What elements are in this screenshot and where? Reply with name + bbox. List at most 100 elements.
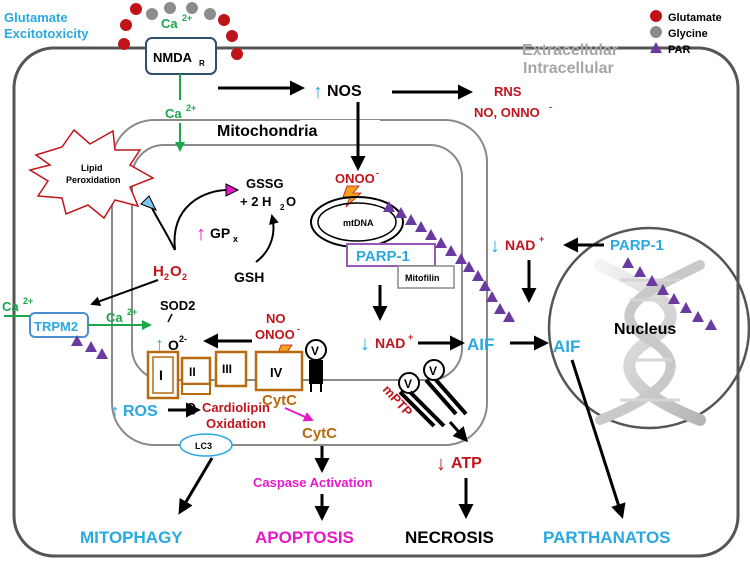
- onoo-top-sup: -: [376, 168, 379, 178]
- h2o2-to-gssg-arc: [173, 189, 229, 251]
- complex-i-label: I: [159, 367, 163, 383]
- nad-mid-down-arrow: ↓: [360, 333, 370, 355]
- complex-i-inner: [152, 356, 174, 394]
- legend: Glutamate Glycine PAR: [650, 10, 722, 56]
- nucleus-par-triangles: [622, 257, 717, 330]
- h2o2-o: O: [170, 263, 182, 280]
- gssg-label: GSSG: [246, 176, 284, 191]
- ros-up-arrow: ↑: [110, 401, 120, 423]
- no-label: NO: [266, 311, 286, 326]
- etc-complexes: I II Q III IV: [146, 350, 304, 415]
- apoptosis-label: APOPTOSIS: [255, 528, 354, 547]
- glutamate-label: Glutamate: [4, 10, 68, 25]
- rns-label: RNS: [494, 84, 522, 99]
- lc3-oval: [179, 433, 233, 457]
- lipid-peroxidation-burst: [28, 128, 155, 220]
- onoo-mid-label: ONOO: [255, 327, 295, 342]
- excitotoxicity-label: Excitotoxicity: [4, 26, 89, 41]
- o2-label: O: [168, 337, 179, 353]
- aif-cyto-label: AIF: [553, 337, 580, 356]
- necrosis-label: NECROSIS: [405, 528, 494, 547]
- h2o2-to-lipid-arc: [151, 207, 176, 251]
- mitochondria-label: Mitochondria: [217, 123, 318, 140]
- aif-to-parthanatos-arrow: [570, 359, 626, 519]
- lipid-label-line2: Peroxidation: [66, 175, 121, 185]
- mitophagy-label: MITOPHAGY: [80, 528, 183, 547]
- gssg-h2o-sub: 2: [280, 203, 285, 212]
- cytc-mito-label: CytC: [262, 392, 297, 409]
- nmda-label: NMDA: [153, 50, 193, 65]
- complex-iv: [254, 350, 304, 392]
- gssg-h2o-o: O: [286, 194, 296, 209]
- mtdna-ring-inner: [317, 202, 397, 242]
- nos-up-arrow: ↑: [313, 81, 323, 103]
- parthanatos-label: PARTHANATOS: [543, 528, 671, 547]
- mptp-pore-1: V: [398, 372, 446, 428]
- nmda-sub: R: [199, 59, 205, 68]
- o2-up-arrow: ↑: [155, 334, 164, 354]
- onoo-mid-sup: -: [297, 324, 300, 334]
- intracellular-label: Intracellular: [523, 60, 614, 77]
- nos-label: NOS: [327, 83, 362, 100]
- h2o2-sub2: 2: [182, 272, 187, 282]
- complex-v: V: [305, 339, 327, 392]
- mptp-to-atp-arrow: [448, 421, 468, 443]
- complex-iii: [214, 350, 248, 388]
- q-label: Q: [186, 400, 196, 415]
- mito-par-triangles: [383, 201, 515, 322]
- lc3-label: LC3: [195, 441, 212, 451]
- sod2-label: SOD2: [160, 298, 195, 313]
- ca-trpm-label: Ca: [106, 310, 123, 325]
- complex-ii-label: II: [189, 365, 196, 379]
- lc3-to-mitophagy-arrow: [178, 457, 214, 515]
- h2o2-label: H: [153, 263, 164, 280]
- ca-mid-label: Ca: [165, 106, 182, 121]
- ca-left-label: Ca: [2, 299, 19, 314]
- legend-glycine-label: Glycine: [668, 28, 708, 40]
- gssg-h2o-label: + 2 H: [240, 194, 271, 209]
- mitofilin-box: [397, 265, 455, 289]
- cytc-cyto-label: CytC: [302, 425, 337, 442]
- mito-label-gap: [300, 120, 380, 126]
- gsh-label: GSH: [234, 269, 264, 285]
- complex-ii: [180, 356, 212, 386]
- cell-membrane: [12, 46, 740, 558]
- ca-top-sup: 2+: [182, 13, 192, 23]
- gssg-arrowhead: [225, 183, 240, 197]
- ca-mid-sup: 2+: [186, 103, 196, 113]
- trpm2-label: TRPM2: [34, 319, 78, 334]
- nad-right-label: NAD: [505, 237, 535, 253]
- ros-label: ROS: [123, 403, 158, 420]
- nucleus-envelope: [547, 226, 750, 430]
- legend-glutamate-label: Glutamate: [668, 12, 722, 24]
- gpx-up-arrow: ↑: [196, 223, 206, 245]
- complex-iv-label: IV: [270, 365, 283, 380]
- ligand-dots: [118, 2, 243, 60]
- mtdna-label: mtDNA: [343, 218, 374, 228]
- mptp-pore-2-label: V: [429, 364, 437, 378]
- h2o2-sub: 2: [164, 272, 169, 282]
- mitochondria-outer-membrane: [111, 119, 488, 446]
- oxidation-label: Oxidation: [206, 416, 266, 431]
- extracellular-label: Extracellular: [522, 42, 618, 59]
- gsh-to-gssg-arc: [255, 214, 279, 263]
- ca-trpm-sup: 2+: [127, 307, 137, 317]
- nad-right-sup: +: [539, 234, 544, 244]
- complex-v-label: V: [311, 344, 319, 358]
- gpx-sub: x: [233, 234, 238, 244]
- parp1-mito-label: PARP-1: [356, 248, 410, 265]
- lipid-label-line1: Lipid: [81, 163, 103, 173]
- legend-glycine-marker: [650, 26, 662, 38]
- cardiolipin-label: Cardiolipin: [202, 400, 270, 415]
- atp-down-arrow: ↓: [436, 453, 446, 475]
- nad-mid-label: NAD: [375, 335, 405, 351]
- rns-species-label: NO, ONNO: [474, 105, 540, 120]
- ca-top-label: Ca: [161, 16, 178, 31]
- mptp-pore-1-label: V: [404, 377, 412, 391]
- parp1-mito-box: [346, 243, 436, 267]
- o2-sup: 2-: [179, 334, 187, 344]
- caspase-label: Caspase Activation: [253, 475, 373, 490]
- complex-ii-base: [181, 383, 211, 395]
